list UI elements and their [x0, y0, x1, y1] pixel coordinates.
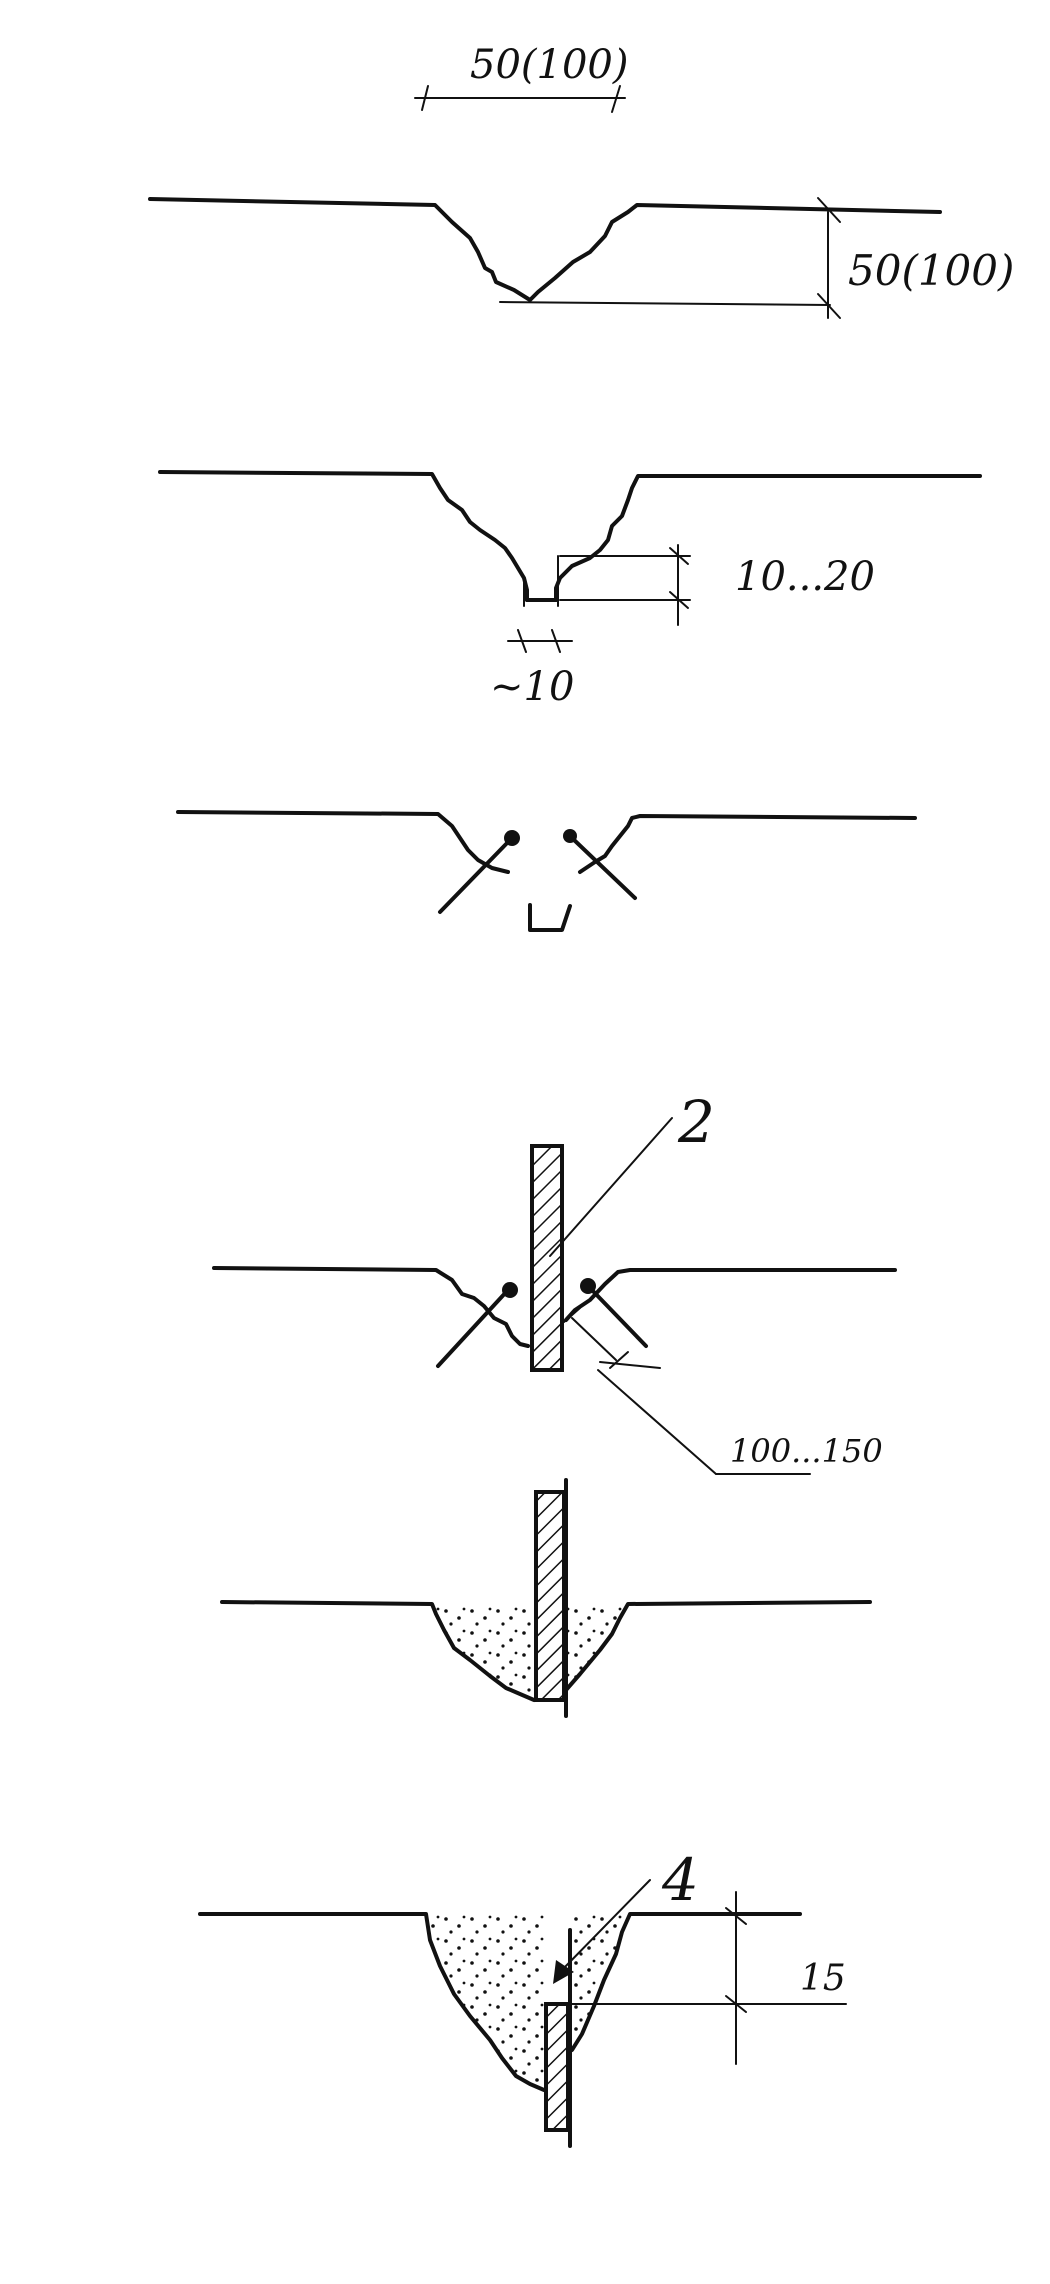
filler-material [566, 1604, 628, 1690]
insert-plate [544, 2002, 570, 2132]
groove-profile [570, 1912, 802, 2052]
callout-4-arrowhead [553, 1960, 574, 1984]
dimension-tick [725, 1907, 747, 1925]
right-torch-tip [580, 1278, 596, 1294]
depth-label: 50(100) [848, 246, 1014, 295]
insert-plate [534, 1490, 566, 1702]
offset-dimension-line [571, 1317, 617, 1361]
stage-1-v-groove: 50(100) 50(100) [148, 42, 1014, 319]
right-torch [588, 1286, 648, 1348]
dimension-tick [563, 1307, 581, 1323]
dimension-tick [669, 547, 689, 565]
filler-material [572, 1914, 630, 2050]
left-torch-tip [502, 1282, 518, 1298]
offset-label: 100...150 [730, 1432, 883, 1470]
filler-material [426, 1914, 546, 2090]
groove-profile [176, 810, 510, 874]
dimension-tick [669, 591, 689, 609]
groove-profile [578, 814, 917, 874]
groove-profile [158, 470, 529, 602]
groove-profile [212, 1266, 530, 1348]
groove-profile [198, 1912, 546, 2092]
top-width-label: 50(100) [470, 42, 628, 88]
dimension-tick [551, 629, 561, 653]
groove-profile [554, 474, 982, 602]
dimension-tick [725, 1995, 747, 2013]
dimension-tick [611, 85, 621, 113]
offset-leader [597, 1369, 717, 1475]
stage-5-filled [220, 1478, 872, 1718]
filler-material [432, 1604, 536, 1700]
groove-profile [564, 1600, 872, 1692]
insert-plate [530, 1144, 564, 1372]
offset-extension [599, 1361, 661, 1369]
callout-4-label: 4 [661, 1846, 699, 1914]
groove-profile [220, 1600, 536, 1702]
callout-2-label: 2 [677, 1088, 715, 1156]
left-torch [436, 1288, 510, 1368]
dimension-tick [817, 293, 841, 319]
dimension-tick [817, 197, 841, 223]
left-torch-tip [504, 830, 520, 846]
slot [528, 903, 572, 932]
stage-3-torches [176, 810, 917, 932]
right-torch [570, 836, 637, 900]
stage-2-slot: 10...20 ~10 [158, 470, 982, 710]
left-torch [438, 838, 512, 914]
recess-label: 15 [800, 1958, 846, 1999]
depth-extension-line [499, 301, 831, 306]
dimension-tick [517, 629, 527, 653]
slot-depth-label: 10...20 [735, 554, 875, 600]
groove-profile [564, 1268, 897, 1322]
groove-profile [148, 197, 942, 302]
dimension-tick [421, 85, 429, 111]
stage-6-finished: 4 15 [198, 1846, 847, 2148]
callout-2-leader [549, 1117, 673, 1257]
slot-width-label: ~10 [490, 664, 574, 710]
right-torch-tip [563, 829, 577, 843]
dimension-tick [609, 1351, 629, 1369]
stage-4-insert: 2 100...150 [212, 1088, 897, 1475]
